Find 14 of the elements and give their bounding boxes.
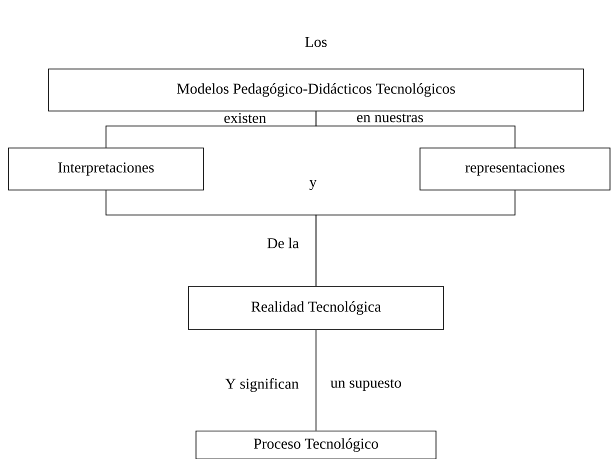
- label-text: un supuesto: [330, 379, 402, 391]
- label-text: Y significan: [225, 378, 299, 392]
- text-box: Interpretaciones: [8, 148, 204, 190]
- label-text: en nuestras: [357, 114, 423, 122]
- text-box: Modelos Pedagógico-Didácticos Tecnológicos: [48, 68, 584, 112]
- connector-line: [316, 111, 516, 148]
- text-box: Realidad Tecnológica: [188, 286, 444, 330]
- label-text: De la: [267, 238, 299, 248]
- connector-line: [316, 190, 516, 286]
- label-text: y: [309, 180, 317, 190]
- label-text: existen: [224, 112, 266, 124]
- text-box: representaciones: [420, 148, 610, 190]
- label-text: Los: [305, 37, 327, 47]
- text-box: Proceso Tecnológico: [196, 430, 436, 459]
